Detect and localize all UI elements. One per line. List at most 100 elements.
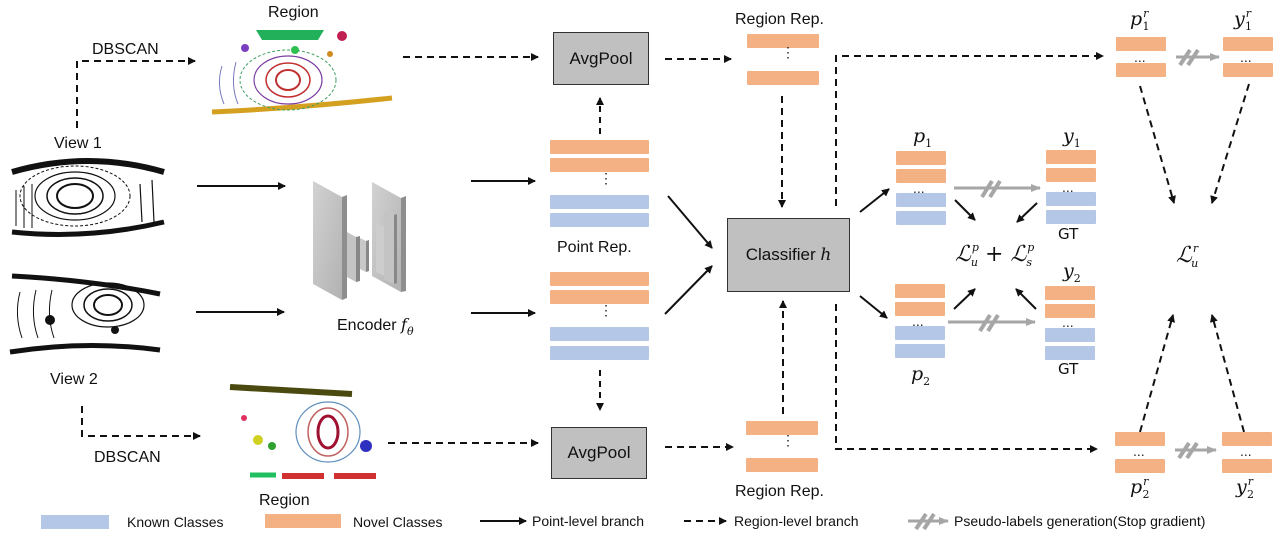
point-rep-top-novel-1 [550,140,649,154]
region-rep-top-bar-1 [747,34,819,48]
pseudo-arrow-p2r-y2r [1175,441,1217,460]
y2-subscript: 2 [1073,272,1081,285]
y2-known-2 [1045,346,1095,360]
p2-known-2 [895,344,945,358]
y2-novel-2 [1045,304,1095,318]
classifier-to-p2-arrow [859,295,888,319]
y1-subscript: 1 [1073,137,1081,150]
p1r-novel-1 [1116,37,1166,51]
p1-subscript: 1 [925,137,933,150]
p1r-to-loss-arrow [1139,85,1176,204]
y2r-symbol: y [1236,476,1247,498]
classifier-to-p1-arrow [859,188,890,213]
region-top-label: Region [268,4,319,21]
p2r-to-loss-arrow [1139,314,1175,433]
classifier-label: Classifier [745,245,816,264]
region-loss-sup: r [1192,242,1199,255]
y1-to-loss-arrow [1016,202,1038,223]
y2-ellipsis: ... [1062,314,1074,330]
p2-symbol: p [911,363,924,385]
encoder-symbol: f [401,315,407,334]
view2-point-cloud [8,268,164,364]
p2r-ellipsis: ... [1133,443,1145,459]
p1-to-loss-arrow [954,199,976,221]
p1-novel-2 [896,169,946,183]
encoder-subscript: θ [406,325,414,338]
y2r-to-loss-arrow [1209,314,1245,433]
region-rep-bottom-bar-2 [746,458,818,472]
point-rep-bottom-vdots: ⋮ [599,302,613,318]
dbscan-top-label: DBSCAN [92,41,159,58]
y1r-novel-2 [1223,63,1273,77]
pseudo-arrow-p1-y1 [954,179,1041,199]
pseudo-arrow-p1r-y1r [1176,48,1220,67]
p2-ellipsis: ... [912,313,924,329]
y2r-ellipsis: ... [1240,443,1252,459]
loss-u-symbol: ℒ [955,242,971,267]
y2-label: y2 [1063,262,1081,285]
y2r-sup: r [1247,475,1253,488]
y1r-symbol: y [1234,8,1245,30]
point-rep-top-known-1 [550,195,649,209]
y1-novel-2 [1046,168,1096,182]
y2r-sub: 2 [1247,488,1254,501]
legend-point-branch-label: Point-level branch [532,513,645,529]
y1r-label: yr1 [1234,8,1252,32]
legend-pseudo-arrow [908,512,949,531]
encoder-text: Encoder [337,317,397,334]
y2-to-loss-arrow [1015,288,1037,310]
dbscan-bottom-label: DBSCAN [94,449,161,466]
p1-symbol: p [913,125,926,147]
p1r-sub: 1 [1142,20,1150,33]
p2r-symbol: p [1130,476,1143,498]
pointrep-top-to-classifier-arrow [667,195,713,249]
region-rep-bottom-vdots: ⋮ [781,432,795,448]
loss-s-sub: s [1026,256,1032,269]
loss-s-sup: p [1027,241,1035,254]
region-rep-bottom-label: Region Rep. [735,483,824,500]
p2-novel-1 [895,284,945,298]
loss-u-sub: u [970,256,978,269]
p1-ellipsis: ... [913,180,925,196]
point-rep-bottom-novel-2 [550,290,649,304]
p1r-novel-2 [1116,63,1166,77]
y1r-ellipsis: ... [1240,49,1252,65]
region-rep-top-bar-2 [747,71,819,85]
point-rep-label: Point Rep. [557,239,632,256]
p1-known-1 [896,193,946,207]
loss-plus: + [985,242,1004,267]
p2r-label: pr2 [1130,476,1149,500]
p2-label: p2 [911,363,930,388]
p1r-ellipsis: ... [1134,49,1146,65]
p2r-novel-1 [1115,432,1165,446]
y1r-sub: 1 [1245,20,1252,33]
y2r-novel-2 [1222,459,1272,473]
region-rep-top-vdots: ⋮ [781,44,795,60]
legend-novel-swatch [265,514,341,528]
region-top-point-cloud [208,25,398,115]
loss-u-sup: p [971,241,979,254]
y1r-novel-1 [1223,37,1273,51]
legend-region-branch-label: Region-level branch [734,513,859,529]
point-loss-label: ℒpu + ℒps [955,241,1035,269]
gt2-label: GT [1058,360,1079,378]
pointrep-bottom-to-classifier-arrow [664,265,713,315]
region-rep-top-label: Region Rep. [735,11,824,28]
y1-symbol: y [1063,125,1074,147]
encoder-label: Encoder fθ [337,315,414,338]
region-loss-symbol: ℒ [1176,243,1192,268]
y2r-novel-1 [1222,432,1272,446]
avgpool-bottom-label: AvgPool [567,443,631,462]
y1r-to-loss-arrow [1210,83,1250,204]
p2-novel-2 [895,302,945,316]
region-rep-bottom-bar-1 [746,421,818,435]
point-rep-top-vdots: ⋮ [599,170,613,186]
point-rep-top-known-2 [550,213,649,227]
y1-known-2 [1046,210,1096,224]
legend-known-swatch [41,515,109,529]
avgpool-bottom-box: AvgPool [551,427,647,479]
region-bottom-label: Region [259,492,310,509]
classifier-box: Classifier h [727,218,850,292]
